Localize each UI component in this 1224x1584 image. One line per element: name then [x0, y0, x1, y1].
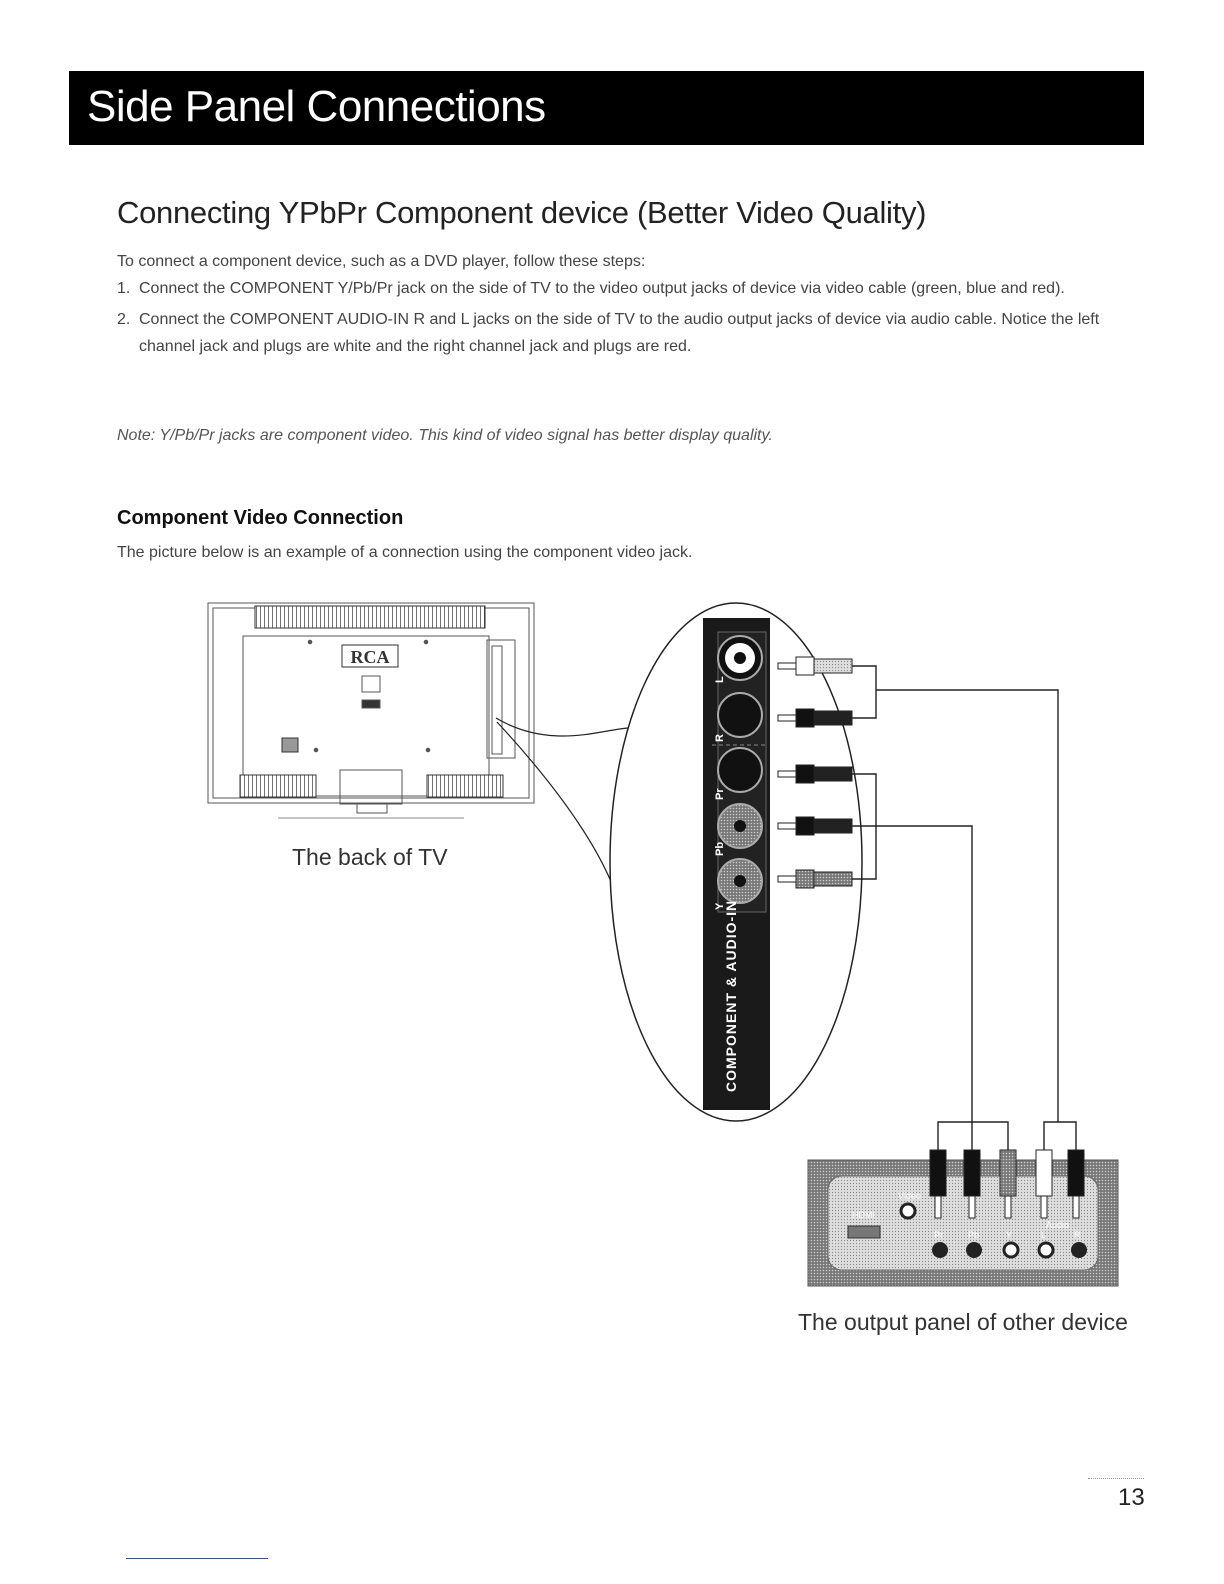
subsection-title: Component Video Connection [117, 507, 404, 529]
device-label-l: L [1041, 1230, 1046, 1240]
step-item: 1. Connect the COMPONENT Y/Pb/Pr jack on… [117, 275, 1127, 302]
cables [852, 665, 1077, 1150]
note-text: Note: Y/Pb/Pr jacks are component video.… [117, 427, 773, 444]
subsection-text: The picture below is an example of a con… [117, 544, 693, 561]
intro-text: To connect a component device, such as a… [117, 253, 646, 270]
device-label-audio: Audio [1046, 1220, 1069, 1230]
title-banner: Side Panel Connections [69, 71, 1144, 145]
step-item: 2. Connect the COMPONENT AUDIO-IN R and … [117, 306, 1127, 360]
side-panel-label: COMPONENT & AUDIO-IN [723, 900, 739, 1092]
steps-list: 1. Connect the COMPONENT Y/Pb/Pr jack on… [117, 275, 1127, 364]
jack-label-pr: Pr [714, 788, 726, 800]
page-number-rule [1088, 1478, 1144, 1479]
step-text: Connect the COMPONENT AUDIO-IN R and L j… [139, 311, 1100, 355]
step-number: 1. [117, 280, 131, 297]
tv-logo: RCA [351, 647, 390, 667]
tv-back-drawing [207, 602, 535, 819]
section-title: Connecting YPbPr Component device (Bette… [117, 195, 927, 230]
jack-label-l: L [714, 676, 726, 683]
tv-caption: The back of TV [292, 844, 448, 870]
device-label-pr: Pr [934, 1230, 943, 1240]
device-label-y: Y [1006, 1230, 1012, 1240]
device-label-pb: Pb [968, 1230, 979, 1240]
footer-rule [126, 1558, 268, 1559]
device-output-panel [807, 1149, 1119, 1287]
device-caption: The output panel of other device [798, 1309, 1128, 1335]
jack-label-pb: Pb [714, 842, 726, 856]
device-label-hdmi: HDMI [852, 1210, 875, 1220]
device-label-r: R [1074, 1230, 1081, 1240]
step-number: 2. [117, 311, 131, 328]
magnified-side-panel [609, 602, 863, 1122]
page-title: Side Panel Connections [87, 82, 546, 131]
zoom-callout-lines [495, 717, 629, 916]
step-text: Connect the COMPONENT Y/Pb/Pr jack on th… [139, 280, 1065, 297]
device-label-video: Video [898, 1191, 921, 1201]
jack-label-y: Y [714, 902, 726, 910]
jack-label-r: R [714, 734, 726, 742]
page-number: 13 [1118, 1484, 1145, 1511]
